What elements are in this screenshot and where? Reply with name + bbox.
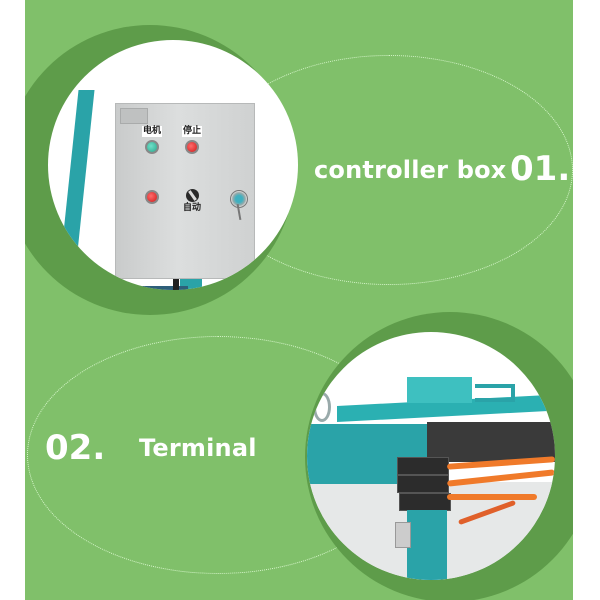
selector-switch-icon (186, 189, 199, 202)
terminal-block-1 (397, 457, 449, 475)
motor-label: 电机 (142, 126, 163, 137)
dark-underside (427, 422, 555, 462)
indicator-light-icon (145, 190, 159, 204)
controller-box: 电机 停止 自动 (115, 103, 255, 279)
caption-controller-box: controller box (314, 156, 507, 184)
section-number-02: 02. (45, 428, 106, 468)
terminal-photo (307, 332, 555, 580)
terminal-block-2 (397, 475, 449, 493)
nameplate (120, 108, 148, 124)
section-number-01: 01. (510, 149, 571, 189)
terminal-block-3 (399, 493, 451, 511)
upper-block (407, 377, 472, 403)
stop-label: 停止 (182, 126, 203, 137)
stop-button-icon (185, 140, 199, 154)
handwheel-icon (313, 392, 331, 422)
controller-box-photo: 电机 停止 自动 (48, 40, 298, 290)
frame-base (88, 286, 188, 290)
green-panel: 电机 停止 自动 controller box 01. (25, 0, 573, 600)
support-leg (407, 510, 447, 580)
auto-label: 自动 (183, 203, 202, 213)
hinge (395, 522, 411, 548)
orange-cable-3 (447, 494, 537, 500)
motor-button-icon (145, 140, 159, 154)
caption-terminal: Terminal (139, 434, 257, 462)
handle-bracket (475, 384, 515, 402)
cable (173, 275, 179, 290)
